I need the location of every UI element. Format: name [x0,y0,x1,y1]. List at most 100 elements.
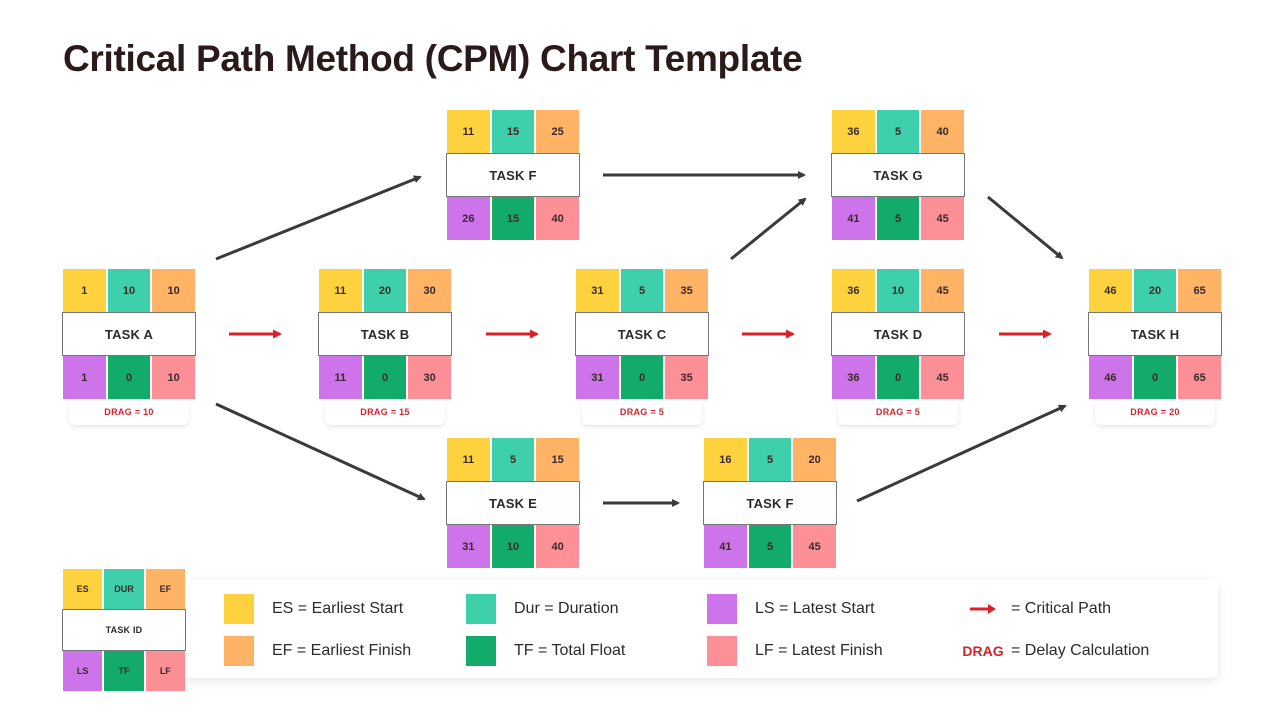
task-node-a[interactable]: 1 10 10 TASK A 1 0 10 DRAG = 10 [62,269,196,425]
total-float-cell: 0 [1131,356,1177,399]
duration-cell: DUR [102,569,144,609]
total-float-cell: 5 [746,525,792,568]
task-name: TASK A [62,312,196,356]
total-float-cell: TF [102,651,144,691]
ls-cell: LS [63,651,103,691]
critical-arrow-icon [957,604,1009,614]
task-name: TASK F [446,153,580,197]
task-node-d[interactable]: 36 10 45 TASK D 36 0 45 DRAG = 5 [831,269,965,425]
task-name: TASK D [831,312,965,356]
ef-cell: 35 [663,269,709,312]
ef-cell: 25 [534,110,580,153]
total-float-cell: 5 [874,197,920,240]
lf-cell: 35 [663,356,709,399]
duration-cell: 20 [1131,269,1177,312]
ef-cell: 45 [919,269,965,312]
lf-cell: 40 [534,525,580,568]
es-cell: 46 [1089,269,1132,312]
es-swatch [224,594,254,624]
legend-label: = Critical Path [1011,600,1112,617]
legend-item-lf: LF = Latest Finish [707,636,883,666]
page-title: Critical Path Method (CPM) Chart Templat… [63,38,803,79]
es-cell: 36 [832,110,875,153]
drag-keyword: DRAG [962,643,1004,659]
duration-swatch [466,594,496,624]
legend-panel: ES = Earliest Start EF = Earliest Finish… [185,580,1218,678]
arrow-fbottom-h [856,404,1067,503]
ls-cell: 1 [63,356,106,399]
task-node-g[interactable]: 36 5 40 TASK G 41 5 45 [831,110,965,240]
duration-cell: 10 [105,269,151,312]
task-node-h[interactable]: 46 20 65 TASK H 46 0 65 DRAG = 20 [1088,269,1222,425]
es-cell: 11 [319,269,362,312]
task-node-c[interactable]: 31 5 35 TASK C 31 0 35 DRAG = 5 [575,269,709,425]
legend-label: Dur = Duration [514,600,619,617]
ef-cell: 20 [791,438,837,481]
es-cell: 1 [63,269,106,312]
ls-cell: 11 [319,356,362,399]
task-name: TASK B [318,312,452,356]
legend-item-dur: Dur = Duration [466,594,619,624]
total-float-cell: 15 [489,197,535,240]
legend-item-critical: = Critical Path [957,594,1111,624]
ef-cell: 10 [150,269,196,312]
total-float-cell: 0 [361,356,407,399]
task-node-e[interactable]: 11 5 15 TASK E 31 10 40 [446,438,580,568]
drag-label: DRAG = 20 [1095,399,1215,425]
task-node-f-top[interactable]: 11 15 25 TASK F 26 15 40 [446,110,580,240]
task-name: TASK C [575,312,709,356]
lf-cell: 45 [919,197,965,240]
ef-swatch [224,636,254,666]
drag-label: DRAG = 5 [582,399,702,425]
legend-item-es: ES = Earliest Start [224,594,403,624]
total-float-cell: 0 [105,356,151,399]
duration-cell: 10 [874,269,920,312]
ls-cell: 41 [704,525,747,568]
task-name: TASK H [1088,312,1222,356]
legend-label: = Delay Calculation [1011,642,1150,659]
ef-cell: 40 [919,110,965,153]
task-id-label: TASK ID [62,609,186,651]
legend-label: TF = Total Float [514,642,626,659]
total-float-cell: 0 [618,356,664,399]
duration-cell: 15 [489,110,535,153]
ef-cell: EF [143,569,185,609]
total-float-cell: 10 [489,525,535,568]
task-node-b[interactable]: 11 20 30 TASK B 11 0 30 DRAG = 15 [318,269,452,425]
drag-label: DRAG = 10 [69,399,189,425]
duration-cell: 5 [874,110,920,153]
lf-cell: 30 [406,356,452,399]
task-name: TASK E [446,481,580,525]
lf-cell: 10 [150,356,196,399]
drag-label: DRAG = 5 [838,399,958,425]
legend-item-drag: DRAG = Delay Calculation [957,636,1149,666]
arrow-a-ftop [215,175,422,261]
ef-cell: 15 [534,438,580,481]
legend-item-ef: EF = Earliest Finish [224,636,411,666]
legend-label: ES = Earliest Start [272,600,404,617]
legend-item-ls: LS = Latest Start [707,594,875,624]
total-float-swatch [466,636,496,666]
ls-cell: 41 [832,197,875,240]
es-cell: 11 [447,438,490,481]
lf-swatch [707,636,737,666]
es-cell: 16 [704,438,747,481]
ls-cell: 31 [447,525,490,568]
arrow-a-e [215,402,426,501]
ef-cell: 65 [1176,269,1222,312]
lf-cell: 40 [534,197,580,240]
arrow-c-g [730,197,807,261]
lf-cell: LF [143,651,185,691]
drag-label: DRAG = 15 [325,399,445,425]
task-node-f-bottom[interactable]: 16 5 20 TASK F 41 5 45 [703,438,837,568]
lf-cell: 45 [791,525,837,568]
ls-swatch [707,594,737,624]
ls-cell: 31 [576,356,619,399]
legend-item-tf: TF = Total Float [466,636,625,666]
duration-cell: 5 [618,269,664,312]
es-cell: 31 [576,269,619,312]
ls-cell: 46 [1089,356,1132,399]
duration-cell: 5 [746,438,792,481]
ls-cell: 26 [447,197,490,240]
